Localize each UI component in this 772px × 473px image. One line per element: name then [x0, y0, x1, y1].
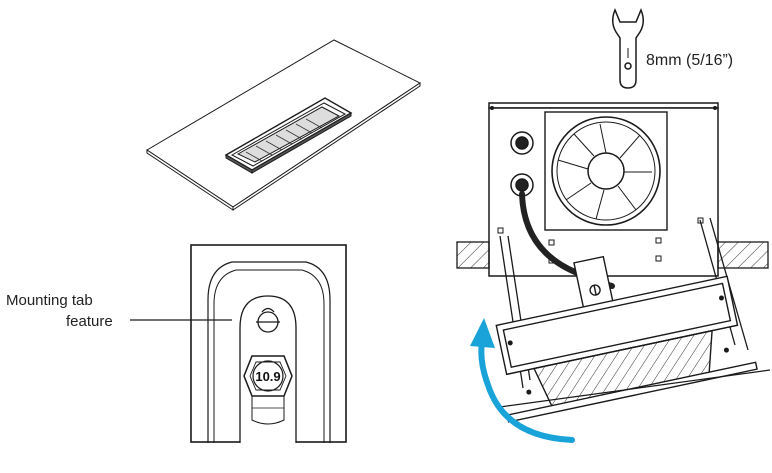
ceiling-joist-right	[717, 241, 769, 269]
curved-arrow-icon	[470, 318, 575, 443]
mounting-tab-detail: 10.9	[190, 244, 347, 443]
ceiling-joist-left	[456, 241, 490, 269]
grille-slats	[245, 118, 323, 162]
mounting-tab-label-feature: feature	[66, 313, 113, 330]
mounting-tab-label: Mounting tab	[6, 292, 93, 309]
ceiling-line	[499, 369, 771, 408]
fan-housing	[488, 102, 719, 277]
fan-icon	[557, 123, 652, 220]
ceiling-panel-illustration	[146, 39, 421, 211]
wrench-icon	[612, 8, 644, 89]
wrench-size-label: 8mm (5/16”)	[646, 52, 734, 69]
nut-marking: 10.9	[255, 369, 280, 384]
